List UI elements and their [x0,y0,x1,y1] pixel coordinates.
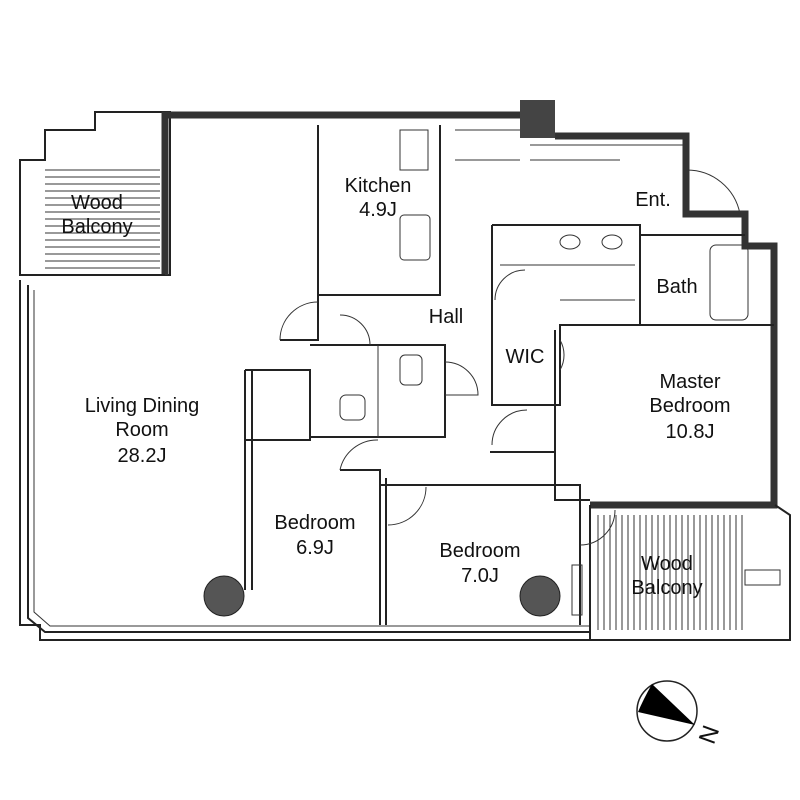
room-label-bedroom1: Bedroom [274,512,356,534]
column-block [520,100,555,138]
exterior-wall-top [161,111,522,275]
living-outer-wall [19,274,590,641]
column-right [519,575,561,617]
upper-balcony [19,111,171,276]
room-label-lower-balcony: Wood Balcony [631,553,703,599]
room-size-living: 28.2J [117,445,167,467]
room-label-kitchen: Kitchen [344,175,412,197]
lower-balcony [589,504,791,641]
room-size-bedroom2: 7.0J [461,565,499,587]
doors [279,169,741,546]
room-size-bedroom1: 6.9J [296,537,334,559]
room-label-living: Living Dining Room [84,395,200,441]
room-label-wic: WIC [505,346,545,368]
room-size-master-bedroom: 10.8J [665,421,715,443]
compass-icon [636,680,698,742]
exterior-wall-right [555,132,778,509]
room-size-kitchen: 4.9J [359,199,397,221]
room-label-entrance: Ent. [635,189,671,211]
room-label-bath: Bath [656,276,698,298]
room-label-upper-balcony: Wood Balcony [61,192,133,238]
room-label-bedroom2: Bedroom [439,540,521,562]
room-label-master-bedroom: Master Bedroom [649,371,731,417]
interior-walls [244,125,774,625]
room-label-hall: Hall [428,306,464,328]
column-left [203,575,245,617]
